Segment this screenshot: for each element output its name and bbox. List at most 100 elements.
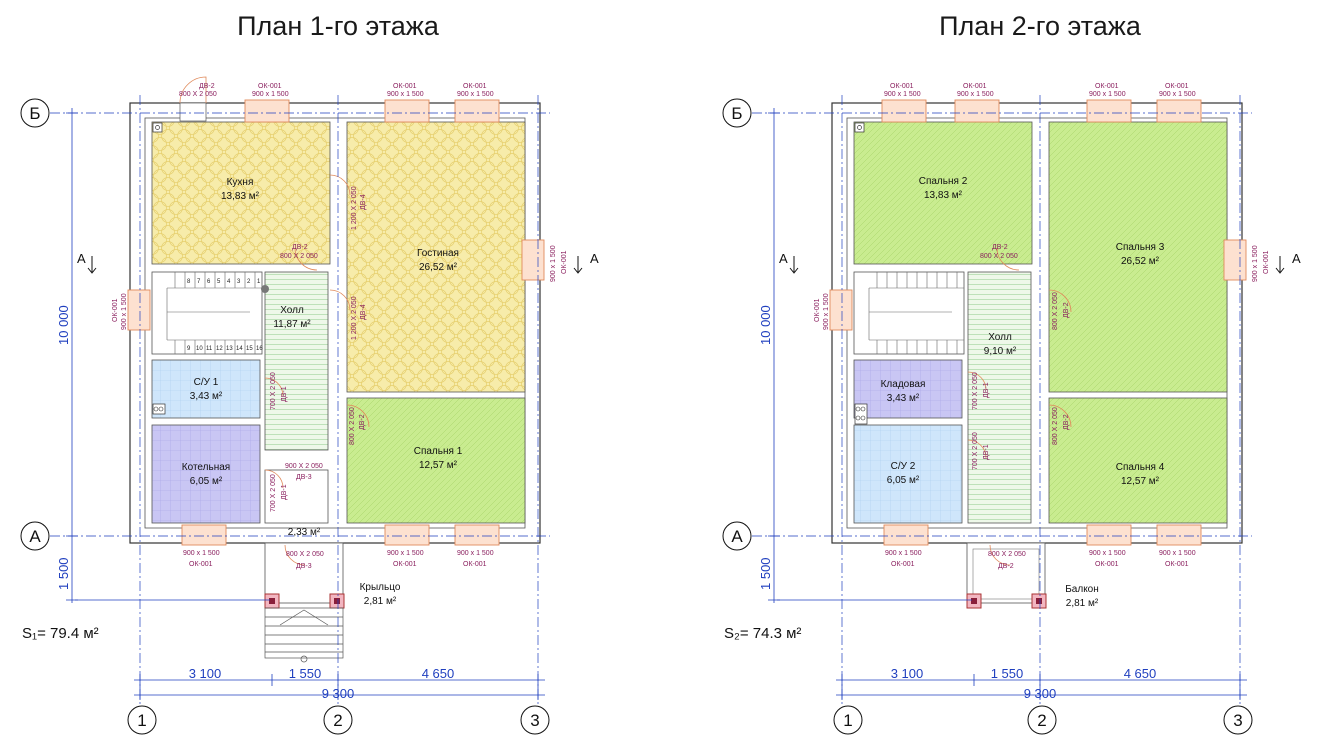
room-name: С/У 2 [891,461,916,472]
room-area: 2,33 м² [288,527,321,538]
stair-number: 14 [236,346,243,352]
axis-lines [50,95,550,705]
window-size: 900 х 1 500 [550,245,557,282]
door-swings [967,247,1072,566]
plan-title-1: План 1-го этажа [237,11,440,41]
dim-width: 3 100 [891,666,924,681]
door-size: 900 Х 2 050 [285,463,323,470]
axis-label: Б [29,104,40,123]
dim-width: 4 650 [1124,666,1157,681]
door-size: 800 Х 2 050 [349,407,356,445]
room-area: 26,52 м² [419,262,458,273]
room-name: Спальня 2 [919,176,968,187]
section-mark: А [1292,251,1301,266]
room-area: 12,57 м² [1121,476,1160,487]
door-tag: ДВ-3 [296,563,312,570]
plan-title-2: План 2-го этажа [939,11,1142,41]
window-size: 900 х 1 500 [387,91,424,98]
room-area: 2,81 м² [1066,598,1099,609]
axis-label: А [731,527,743,546]
axis-bubble [1223,705,1253,735]
dim-height-porch: 1 500 [56,557,71,590]
axis-label: 1 [137,711,146,730]
window-tag: ОК-001 [258,83,282,90]
door-size: 1 200 Х 2 050 [351,186,358,230]
door-tag: ДВ-2 [1063,414,1070,430]
stair-number: 3 [237,279,241,285]
stair-number: 1 [257,279,261,285]
door-size: 700 Х 2 050 [270,474,277,512]
door-tag: ДВ-1 [281,484,288,500]
porch-steps [264,607,344,663]
axis-bubble [20,98,50,128]
room-bedroom1 [346,397,526,524]
axis-label: А [29,527,41,546]
axis-bubble [127,705,157,735]
room-area: 6,05 м² [887,475,920,486]
door-size: 700 Х 2 050 [270,372,277,410]
room-area: 12,57 м² [419,460,458,471]
door-tag: ДВ-2 [1063,302,1070,318]
window-tag: ОК-001 [1095,83,1119,90]
door-tag: ДВ-2 [998,563,1014,570]
window-size: 900 х 1 500 [457,91,494,98]
room-name: С/У 1 [194,377,219,388]
axis-label: 3 [1233,711,1242,730]
door-tag: ДВ-2 [292,244,308,251]
dim-width: 1 550 [289,666,322,681]
door-size: 800 Х 2 050 [988,551,1026,558]
total-area: S₂= 74.3 м² [724,625,801,642]
balcony [966,542,1046,604]
stove-icon [152,122,163,133]
window-tag: ОК-001 [463,561,487,568]
door-tag: ДВ-2 [359,414,366,430]
door-tag: ДВ-2 [199,83,215,90]
room-name: Спальня 1 [414,446,463,457]
door-tag: ДВ-1 [281,386,288,402]
stair-number: 7 [197,279,201,285]
room-name: Кладовая [881,379,926,390]
room-bedroom2 [853,121,1033,265]
stair-number: 15 [246,346,253,352]
room-vestibule [264,469,329,524]
door-size: 800 Х 2 050 [286,551,324,558]
dim-width: 3 100 [189,666,222,681]
room-area: 13,83 м² [924,190,963,201]
stair-number: 16 [256,346,263,352]
door-tag: ДВ-2 [992,244,1008,251]
windows [829,99,1247,546]
room-area: 2,81 м² [364,596,397,607]
window-tag: ОК-001 [1095,561,1119,568]
axis-label: 2 [1037,711,1046,730]
window-size: 900 х 1 500 [252,91,289,98]
door-tag: ДВ-1 [983,382,990,398]
window-tag: ОК-001 [561,250,568,274]
window-size: 900 х 1 500 [1089,550,1126,557]
room-hall [967,271,1032,524]
room-name: Котельная [182,462,230,473]
window-tag: ОК-001 [189,561,213,568]
window-size: 900 х 1 500 [457,550,494,557]
axis-bubble [323,705,353,735]
plan-1: Кухня 13,83 м² Гостиная 26,52 м² Холл 11… [20,76,599,735]
room-area: 13,83 м² [221,191,260,202]
door-size: 700 Х 2 050 [972,372,979,410]
room-area: 26,52 м² [1121,256,1160,267]
door-size: 800 Х 2 050 [280,253,318,260]
door-swings [264,174,370,566]
stair-steps [166,272,262,354]
door-tag: ДВ-4 [360,194,367,210]
boiler-icon [854,403,868,425]
room-wc1 [151,359,261,419]
window-tag: ОК-001 [963,83,987,90]
door-size: 1 200 Х 2 050 [351,296,358,340]
section-mark: А [77,251,86,266]
stove-icon [854,122,865,133]
total-area: S₁= 79.4 м² [22,625,99,642]
stair-number: 9 [187,346,191,352]
dimension-lines [66,108,545,700]
room-name: Балкон [1065,584,1099,595]
porch [264,542,344,604]
room-area: 3,43 м² [887,393,920,404]
stair-number: 2 [247,279,251,285]
